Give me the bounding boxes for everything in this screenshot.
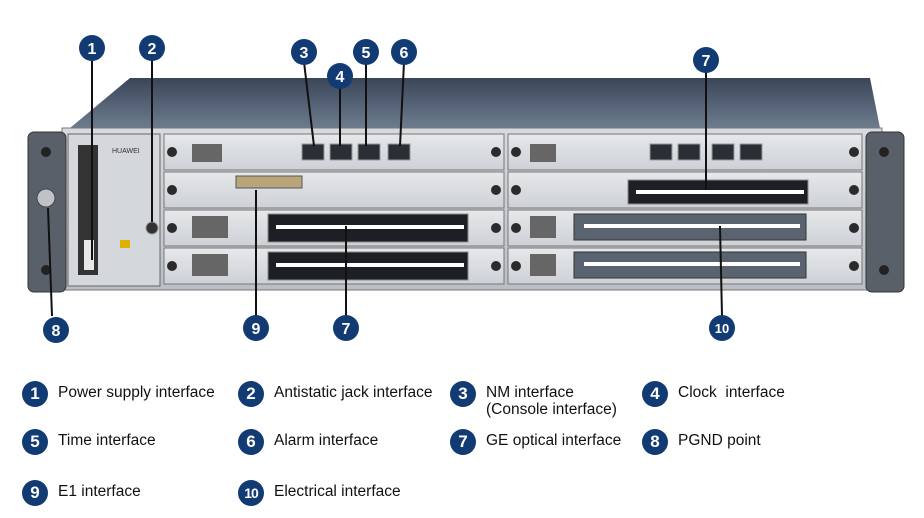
legend-label: GE optical interface — [486, 432, 622, 449]
svg-text:5: 5 — [362, 45, 371, 62]
legend-badge: 6 — [238, 429, 264, 455]
legend-badge: 7 — [450, 429, 476, 455]
board-slot — [163, 171, 505, 209]
legend-label: E1 interface — [58, 483, 141, 500]
legend-item: 9 E1 interface — [22, 480, 141, 506]
legend-badge: 4 — [642, 381, 668, 407]
legend-label: Power supply interface — [58, 384, 215, 401]
callout-badges: 1 2 3 4 5 6 7 8 9 7 10 — [43, 35, 735, 343]
callout-9: 9 — [243, 315, 269, 341]
legend-badge: 5 — [22, 429, 48, 455]
legend-badge: 10 — [238, 480, 264, 506]
right-rack-ear — [865, 131, 905, 293]
ear-hole — [879, 265, 889, 275]
status-leds — [192, 144, 556, 276]
electrical-ports — [573, 213, 807, 279]
callout-10: 10 — [709, 315, 735, 341]
legend-badge: 2 — [238, 381, 264, 407]
legend-badge: 8 — [642, 429, 668, 455]
legend-item: 1 Power supply interface — [22, 381, 215, 407]
legend-badge: 9 — [22, 480, 48, 506]
legend-item: 5 Time interface — [22, 429, 156, 455]
svg-text:10: 10 — [715, 321, 729, 336]
brand-label: HUAWEI — [112, 148, 140, 155]
rj45-ports-left — [301, 143, 411, 161]
svg-text:3: 3 — [300, 45, 309, 62]
legend-item: 2 Antistatic jack interface — [238, 381, 433, 407]
svg-text:1: 1 — [88, 41, 97, 58]
legend-item: 10 Electrical interface — [238, 480, 401, 506]
pgnd-screw-icon — [36, 188, 56, 208]
callout-7-top: 7 — [693, 47, 719, 73]
power-connector — [84, 240, 94, 270]
callout-2: 2 — [139, 35, 165, 61]
svg-text:9: 9 — [252, 321, 261, 338]
svg-text:2: 2 — [148, 41, 157, 58]
legend-label: PGND point — [678, 432, 761, 449]
rj45-ports-right — [649, 143, 763, 161]
callout-box — [276, 263, 464, 267]
callout-box — [276, 225, 464, 229]
svg-text:7: 7 — [702, 53, 711, 70]
legend-item: 4 Clock interface — [642, 381, 785, 407]
ear-hole — [879, 147, 889, 157]
svg-text:7: 7 — [342, 321, 351, 338]
warning-label — [120, 240, 130, 248]
legend-label: Electrical interface — [274, 483, 401, 500]
chassis-top — [70, 78, 880, 128]
legend-item: 6 Alarm interface — [238, 429, 378, 455]
e1-connector — [235, 175, 303, 189]
legend-item: 8 PGND point — [642, 429, 761, 455]
legend-label: Clock interface — [678, 384, 785, 401]
svg-text:6: 6 — [400, 45, 409, 62]
callout-1: 1 — [79, 35, 105, 61]
legend-item: 3 NM interface (Console interface) — [450, 381, 617, 418]
legend-label: Antistatic jack interface — [274, 384, 433, 401]
legend-sublabel: (Console interface) — [486, 401, 617, 418]
svg-text:8: 8 — [52, 323, 61, 340]
legend-label: NM interface (Console interface) — [486, 381, 617, 418]
callout-4: 4 — [327, 63, 353, 89]
callout-6: 6 — [391, 39, 417, 65]
legend-badge: 3 — [450, 381, 476, 407]
callout-8: 8 — [43, 317, 69, 343]
ear-hole — [41, 265, 51, 275]
legend-label: Alarm interface — [274, 432, 379, 449]
legend-label: Time interface — [58, 432, 156, 449]
legend-label-main: NM interface — [486, 384, 574, 401]
callout-3: 3 — [291, 39, 317, 65]
board-screws — [167, 147, 859, 271]
callout-5: 5 — [353, 39, 379, 65]
callout-box — [636, 190, 804, 194]
svg-text:4: 4 — [336, 69, 345, 86]
left-rack-ear — [27, 131, 67, 293]
legend-badge: 1 — [22, 381, 48, 407]
legend-item: 7 GE optical interface — [450, 429, 621, 455]
ear-hole — [41, 147, 51, 157]
callout-7-bottom: 7 — [333, 315, 359, 341]
callout-lines — [47, 58, 723, 317]
